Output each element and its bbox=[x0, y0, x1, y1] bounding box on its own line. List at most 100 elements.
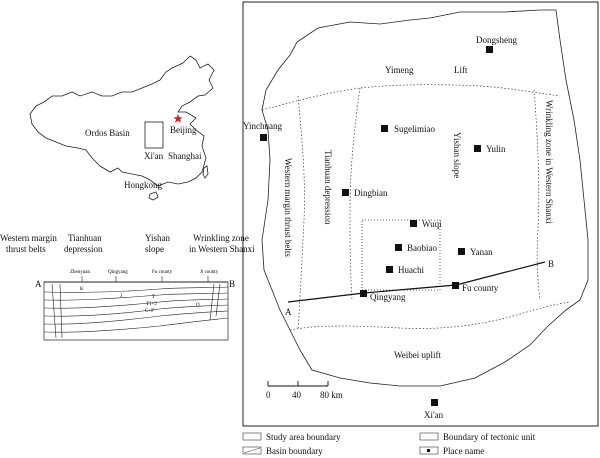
legend-place-icon bbox=[427, 449, 430, 452]
place-huachi: Huachi bbox=[398, 265, 424, 275]
legend-study-area: Study area boundary bbox=[266, 432, 341, 442]
taiwan-island bbox=[202, 165, 209, 179]
legend-swatch-study-area bbox=[242, 432, 262, 441]
unit-weibei: Weibei uplift bbox=[394, 350, 442, 360]
place-icon-yinchuang bbox=[260, 134, 267, 141]
stratum-line-6 bbox=[43, 317, 229, 333]
china-inset-map: Ordos Basin Beijing Xi'an Shanghai Hongk… bbox=[29, 55, 215, 201]
place-yinchuang: Yinchuang bbox=[243, 121, 282, 131]
beijing-star-icon bbox=[173, 114, 183, 123]
stratum-label-t: T bbox=[152, 295, 155, 300]
place-icon-qingyang bbox=[360, 290, 367, 297]
place-sugelimiao: Sugelimiao bbox=[394, 124, 435, 134]
legend-swatch-basin-hatch bbox=[243, 447, 261, 454]
scale-bar: 0 40 80 km bbox=[266, 381, 343, 400]
unit-western-margin: Western margin thrust belts bbox=[283, 158, 293, 257]
place-icon-fucounty bbox=[452, 282, 459, 289]
well-zhenyuan: Zhenyuan bbox=[70, 270, 90, 275]
section-header-tianhuan-2: depression bbox=[64, 244, 103, 254]
xian-label: Xi'an bbox=[144, 151, 164, 161]
shanghai-label: Shanghai bbox=[168, 151, 202, 161]
section-header-yishan-2: slope bbox=[145, 244, 164, 254]
section-header-western-1: Western margin bbox=[0, 233, 57, 243]
study-area-boundary bbox=[361, 219, 441, 291]
stratum-label-o: O bbox=[196, 303, 200, 308]
unit-lift: Lift bbox=[454, 65, 468, 75]
place-yanan: Yanan bbox=[470, 247, 493, 257]
section-end-b: B bbox=[229, 279, 235, 289]
legend-place: Place name bbox=[443, 446, 484, 456]
tectonic-boundary-east bbox=[533, 89, 541, 301]
place-fucounty: Fu county bbox=[462, 283, 499, 293]
place-qingyang: Qingyang bbox=[370, 292, 406, 302]
place-icon-baobiao bbox=[395, 244, 402, 251]
well-qingyang: Qingyang bbox=[108, 270, 128, 275]
stratum-line-5 bbox=[43, 310, 229, 325]
beijing-label: Beijing bbox=[170, 125, 197, 135]
fault-line-2 bbox=[59, 283, 63, 339]
stratum-line-4 bbox=[43, 304, 229, 317]
stratum-label-t12: T1+2 bbox=[146, 302, 157, 307]
profile-label-b: B bbox=[548, 259, 554, 269]
tectonic-boundary-south bbox=[289, 301, 571, 331]
place-xian: Xi'an bbox=[424, 410, 444, 420]
profile-line-ab bbox=[287, 261, 546, 303]
place-icon-yanan bbox=[458, 248, 465, 255]
fault-line-3 bbox=[209, 283, 215, 321]
unit-yimeng: Yimeng bbox=[385, 65, 414, 75]
tectonic-boundary-tianhuan bbox=[349, 87, 361, 301]
place-icon-xian bbox=[431, 399, 438, 406]
tectonic-boundary-west bbox=[297, 95, 305, 331]
unit-yishan: Yishan slope bbox=[452, 132, 462, 178]
legend-swatch-tectonic bbox=[419, 432, 439, 441]
well-fucounty: Fu county bbox=[152, 270, 173, 275]
section-header-tianhuan-1: Tianhuan bbox=[68, 233, 102, 243]
stratum-line-2 bbox=[43, 292, 229, 301]
tectonic-boundaries bbox=[261, 84, 571, 331]
scale-label-80: 80 km bbox=[320, 390, 343, 400]
stratum-label-j: J bbox=[120, 294, 122, 299]
unit-wrinkling: Wrinkling zone in Western Shanxi bbox=[544, 100, 554, 224]
ordos-basin-box bbox=[144, 121, 164, 149]
section-end-a: A bbox=[35, 279, 42, 289]
section-header-wrinkling-1: Wrinkling zone bbox=[193, 233, 249, 243]
place-yulin: Yulin bbox=[486, 144, 506, 154]
legend-basin: Basin boundary bbox=[266, 446, 323, 456]
hainan-island bbox=[148, 191, 159, 201]
place-wuqi: Wuqi bbox=[422, 219, 442, 229]
hongkong-label: Hongkong bbox=[124, 180, 162, 190]
tectonic-boundary-north bbox=[261, 84, 561, 111]
place-markers bbox=[260, 46, 493, 406]
place-icon-yulin bbox=[474, 145, 481, 152]
legend-tectonic: Boundary of tectonic unit bbox=[443, 432, 536, 442]
stratum-label-cp: C+P bbox=[145, 309, 154, 314]
place-dingbian: Dingbian bbox=[354, 188, 388, 198]
place-icon-sugelimiao bbox=[381, 125, 388, 132]
section-header-yishan-1: Yishan bbox=[145, 233, 171, 243]
unit-tianhuan: Tianhuan depression bbox=[323, 150, 333, 225]
place-baobiao: Baobiao bbox=[407, 243, 437, 253]
ordos-basin-label: Ordos Basin bbox=[85, 128, 130, 138]
stratum-line-3 bbox=[43, 298, 229, 309]
fault-line-1 bbox=[51, 283, 57, 339]
section-header-wrinkling-2: in Western Shanxi bbox=[189, 244, 255, 254]
china-outline bbox=[29, 55, 215, 187]
section-header-western-2: thrust belts bbox=[6, 244, 46, 254]
cross-section: Western margin thrust belts Tianhuan dep… bbox=[0, 233, 255, 341]
scale-label-40: 40 bbox=[292, 390, 302, 400]
place-icon-dongsheng bbox=[486, 46, 493, 53]
place-icon-huachi bbox=[386, 266, 393, 273]
scale-label-0: 0 bbox=[266, 390, 271, 400]
well-jicounty: Ji county bbox=[200, 270, 219, 275]
legend: Study area boundary Basin boundary Bound… bbox=[242, 432, 536, 456]
stratum-label-k: K bbox=[80, 287, 84, 292]
stratum-line-1 bbox=[43, 286, 229, 293]
place-icon-wuqi bbox=[410, 220, 417, 227]
fault-line-4 bbox=[215, 283, 221, 317]
main-map-frame bbox=[242, 1, 599, 427]
profile-label-a: A bbox=[285, 307, 292, 317]
place-dongsheng: Dongsheng bbox=[476, 35, 517, 45]
basin-boundary bbox=[261, 9, 589, 387]
place-icon-dingbian bbox=[342, 189, 349, 196]
